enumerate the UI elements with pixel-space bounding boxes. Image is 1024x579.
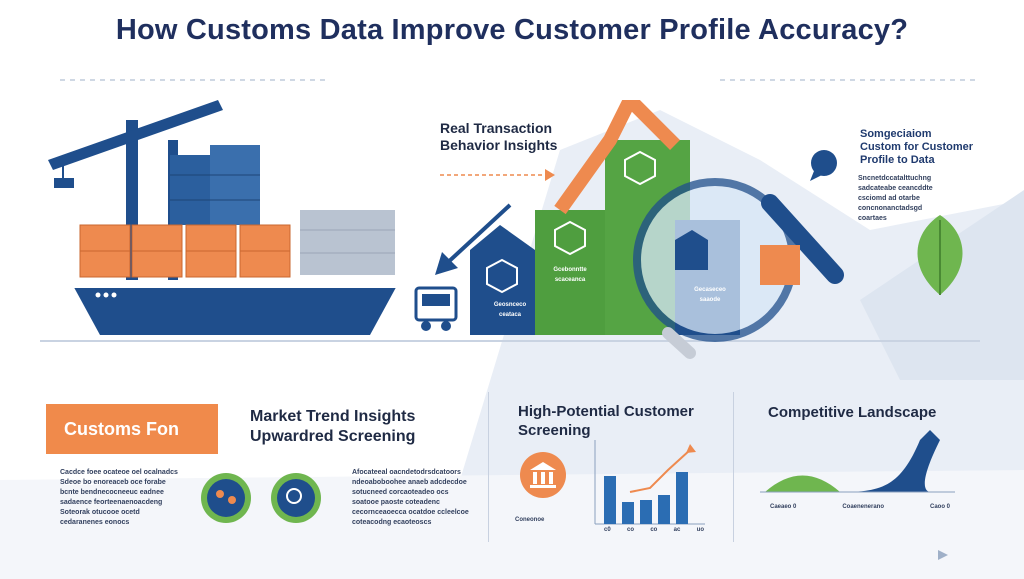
divider [488, 392, 489, 542]
high-potential-heading: High-Potential Customer Screening [518, 403, 694, 439]
right-heading: Somgeciaiom Custom for Customer Profile … [860, 128, 974, 166]
customs-description: Cacdce foee ocateoe oel ocalnadcs Sdeoe … [60, 469, 178, 526]
competitive-heading: Competitive Landscape [768, 404, 937, 421]
play-arrow-icon [938, 550, 948, 560]
insight-icons [201, 473, 321, 523]
landscape-tick: Caoo 0 [929, 504, 950, 510]
bar-caption-2: Gcebonntte scaceanca [553, 267, 587, 283]
chart-tick: co [627, 527, 635, 533]
customs-data-badge: Customs Fon Data [46, 404, 218, 489]
chart-tick: co [650, 527, 658, 533]
pointer-arrow-icon [440, 169, 555, 181]
magnifier-icon [633, 178, 844, 359]
chart-tick: ac [673, 527, 681, 533]
bar-caption-3: Gecaseceo saaode [694, 287, 726, 303]
bank-icon [520, 452, 566, 498]
dashed-divider [60, 79, 980, 81]
chart-tick: uo [696, 527, 704, 533]
chart-tick: c0 [604, 527, 611, 533]
bar-caption-1: Geosnceco ceataca [493, 302, 527, 318]
down-arrow-icon [435, 203, 512, 275]
landscape-ticks: Caeaeo 0 Coaenenerano Caoo 0 [770, 502, 950, 512]
landscape-tick: Caeaeo 0 [770, 504, 797, 510]
right-body-text: Sncnetdccatalttuchng sadcateabe ceancddt… [858, 175, 933, 222]
chat-bubble-icon [810, 150, 837, 181]
leaf-icon [917, 215, 963, 295]
landscape-chart [760, 430, 955, 493]
screening-chart [594, 440, 705, 525]
chart-ticks: c0 co co ac uo [604, 525, 704, 535]
landscape-tick: Coaenenerano [842, 504, 885, 510]
real-transaction-label: Real Transaction Behavior Insights [440, 120, 558, 153]
market-description: Afocateeal oacndetodrsdcatoors ndeoabobo… [352, 469, 469, 526]
truck-icon [414, 286, 458, 331]
page-title: How Customs Data Improve Customer Profil… [115, 14, 909, 46]
divider [733, 392, 734, 542]
cargo-ship-illustration [70, 145, 400, 335]
chart-caption: Coneonoe [515, 517, 545, 523]
market-trend-heading: Market Trend Insights Upwardred Screenin… [250, 408, 416, 445]
